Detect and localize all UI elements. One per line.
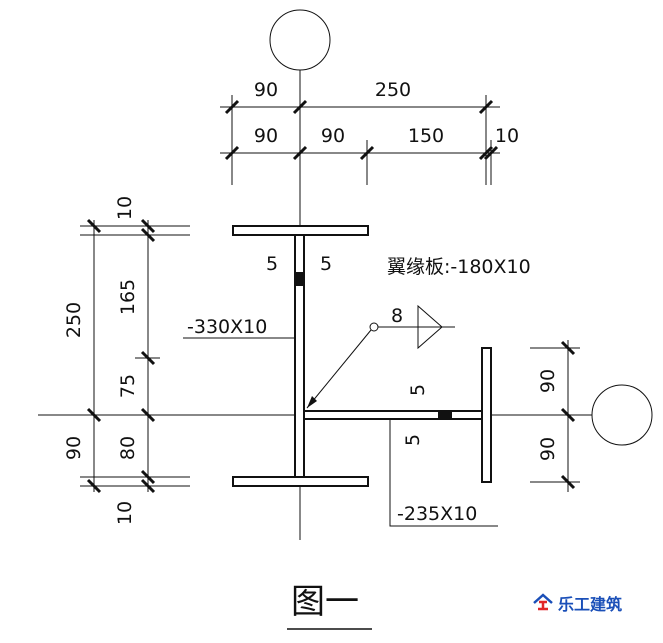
web-plate <box>294 234 305 478</box>
left-dim-inner-80: 80 <box>117 436 139 460</box>
left-dim-inner-75: 75 <box>117 374 139 398</box>
brand-logo-text: 乐工建筑 <box>558 595 623 614</box>
top-dim-row2-1: 90 <box>321 125 345 147</box>
top-dim-row1-0: 90 <box>254 79 278 101</box>
left-dim-inner-10-top: 10 <box>114 196 136 220</box>
side-plate-label: -235X10 <box>397 503 477 525</box>
right-dimension-chain: 90 90 <box>530 340 580 492</box>
weld-size-stub-upper: 5 <box>407 384 429 396</box>
stub-web-plate <box>303 410 483 420</box>
right-dim-upper: 90 <box>537 369 559 393</box>
side-label-leader <box>389 419 498 527</box>
top-dim-row2-2: 150 <box>408 125 444 147</box>
weld-size-web-left: 5 <box>266 253 278 275</box>
weld-symbol-size: 8 <box>391 305 403 327</box>
top-axis-circle <box>269 9 331 71</box>
weld-symbol: 8 <box>306 304 455 409</box>
weld-size-web-right: 5 <box>320 253 332 275</box>
stub-weld-mark <box>438 411 452 419</box>
left-dim-outer-90: 90 <box>63 436 85 460</box>
figure-caption: 图一 <box>291 582 359 622</box>
brand-logo: 乐工建筑 <box>532 588 654 618</box>
right-dim-lower: 90 <box>537 437 559 461</box>
top-dimension-chain: 90 250 90 90 150 10 <box>220 79 519 185</box>
web-plate-label: -330X10 <box>187 316 267 338</box>
top-dim-row1-1: 250 <box>375 79 411 101</box>
left-dim-inner-165: 165 <box>117 279 139 315</box>
top-dim-row2-0: 90 <box>254 125 278 147</box>
right-axis-circle <box>591 384 653 446</box>
top-dim-row2-3: 10 <box>495 125 519 147</box>
left-dim-outer-250: 250 <box>63 302 85 338</box>
weld-size-stub-lower: 5 <box>402 434 424 446</box>
top-flange-plate <box>232 225 369 236</box>
left-dimension-chain: 250 90 10 165 75 80 10 <box>63 196 190 525</box>
web-weld-mark <box>296 272 303 286</box>
side-end-plate <box>481 347 492 483</box>
flange-plate-label: 翼缘板:-180X10 <box>387 256 531 278</box>
bottom-flange-plate <box>232 476 369 487</box>
left-dim-inner-10-bottom: 10 <box>114 501 136 525</box>
house-icon <box>533 593 553 611</box>
